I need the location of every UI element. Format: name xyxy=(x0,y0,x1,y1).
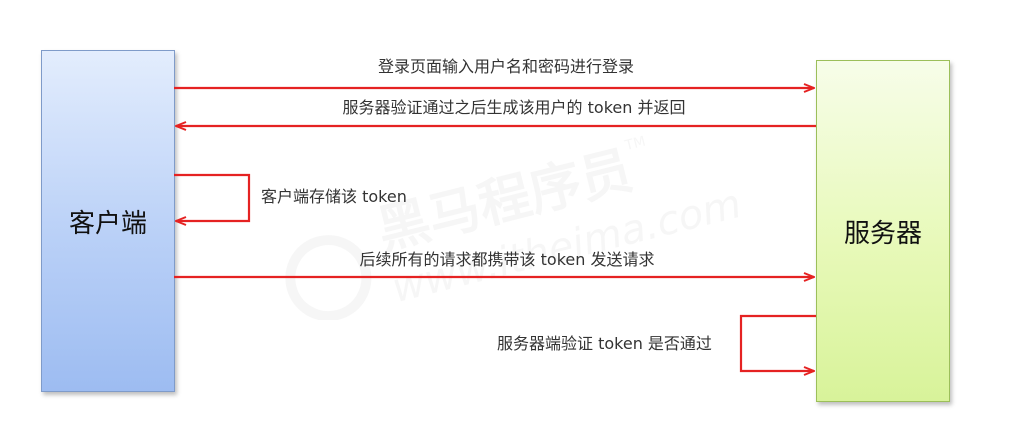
message-send-with-token: 后续所有的请求都携带该 token 发送请求 xyxy=(359,250,655,269)
message-verify-token: 服务器端验证 token 是否通过 xyxy=(497,334,712,353)
message-issue-token: 服务器验证通过之后生成该用户的 token 并返回 xyxy=(342,98,686,117)
message-store-token: 客户端存储该 token xyxy=(261,187,407,206)
arrow-store-token xyxy=(174,173,251,221)
arrow-verify-token xyxy=(739,314,816,371)
client-node: 客户端 xyxy=(41,50,175,392)
server-node-label: 服务器 xyxy=(843,218,922,249)
message-login: 登录页面输入用户名和密码进行登录 xyxy=(377,57,635,76)
server-node: 服务器 xyxy=(816,60,950,402)
client-node-label: 客户端 xyxy=(68,208,147,239)
